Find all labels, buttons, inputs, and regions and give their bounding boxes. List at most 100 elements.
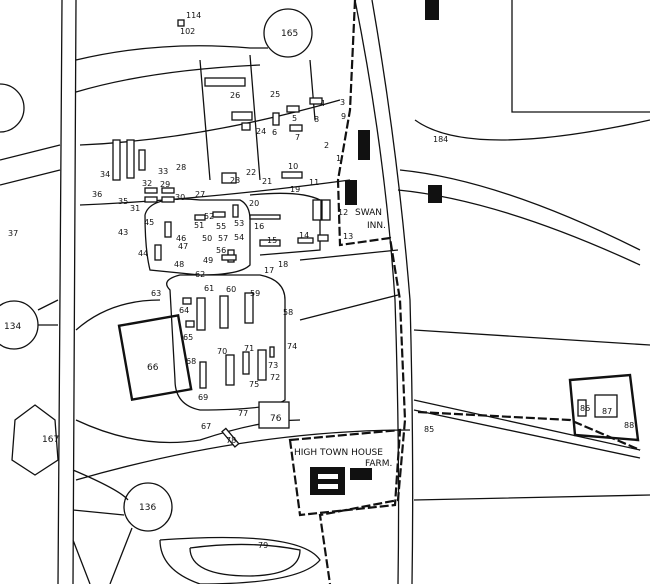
label-11: 11 [309,178,319,187]
label-167: 167 [42,435,59,445]
building [199,361,207,389]
camp-roads [79,54,399,411]
building [321,199,331,221]
building [312,199,322,221]
building [161,187,175,194]
label-44: 44 [138,249,148,258]
building [232,204,239,218]
label-18: 18 [278,260,288,269]
label-3: 3 [340,98,345,107]
label-hightown: HIGH TOWN HOUSE [294,448,383,458]
building [212,211,226,218]
label-88: 88 [624,421,634,430]
label-22: 22 [246,168,256,177]
label-1: 1 [336,154,341,163]
main-road [354,0,650,584]
label-136: 136 [139,503,156,513]
label-67: 67 [201,422,211,431]
building [269,346,275,358]
label-54: 54 [234,233,244,242]
label-37: 37 [8,229,18,238]
label-74: 74 [287,342,297,351]
label-47: 47 [178,242,188,251]
label-2: 2 [324,141,329,150]
label-swan: SWAN [355,208,382,218]
building [317,234,329,242]
label-43: 43 [118,228,128,237]
building [310,467,345,495]
building [225,354,235,386]
building [161,196,175,203]
label-36: 36 [92,190,102,199]
label-102: 102 [180,27,195,36]
dispersal-pad-165 [263,8,313,58]
building [194,214,206,221]
label-16: 16 [254,222,264,231]
building [309,97,323,105]
label-68: 68 [186,357,196,366]
building [244,292,254,324]
label-86: 86 [580,404,590,413]
label-63: 63 [151,289,161,298]
building [286,105,300,113]
label-15: 15 [267,236,277,245]
label-79: 79 [258,541,268,550]
label-62: 62 [195,270,205,279]
building [259,239,281,247]
label-59: 59 [250,289,260,298]
label-21: 21 [262,177,272,186]
label-69: 69 [198,393,208,402]
label-10: 10 [288,162,298,171]
label-70: 70 [217,347,227,356]
label-57: 57 [218,234,228,243]
building [297,237,314,244]
building [196,297,206,331]
label-inn: INN. [367,221,386,231]
label-19: 19 [290,185,300,194]
label-165: 165 [281,29,298,39]
label-52: 52 [204,212,214,221]
label-60: 60 [226,285,236,294]
label-9: 9 [341,112,346,121]
building [425,0,439,20]
building [185,320,195,328]
label-75: 75 [249,380,259,389]
building [577,399,587,417]
label-farm: FARM. [365,459,392,469]
dispersal-pad-167 [11,404,59,476]
label-184: 184 [433,135,448,144]
label-29: 29 [160,180,170,189]
building [428,185,442,203]
label-114: 114 [186,11,201,20]
building [219,295,229,329]
label-31: 31 [130,204,140,213]
label-6: 6 [272,128,277,137]
building [345,180,357,205]
label-49: 49 [203,256,213,265]
label-56: 56 [216,246,226,255]
label-61: 61 [204,284,214,293]
building [257,349,267,381]
building [144,187,158,194]
label-4: 4 [320,99,325,108]
farm-courtyard [318,484,338,489]
building [144,196,158,203]
label-5: 5 [292,114,297,123]
label-77: 77 [238,409,248,418]
building [241,122,251,131]
building [231,111,253,121]
label-51: 51 [194,221,204,230]
runways-and-perimeter-track [0,0,411,584]
label-85: 85 [424,425,434,434]
dispersal-pad-136 [123,482,173,532]
label-65: 65 [183,333,193,342]
label-87: 87 [602,407,612,416]
building-66 [117,313,193,402]
building [272,112,280,126]
label-50: 50 [202,234,212,243]
building [281,171,303,179]
site-boundary [288,0,641,584]
